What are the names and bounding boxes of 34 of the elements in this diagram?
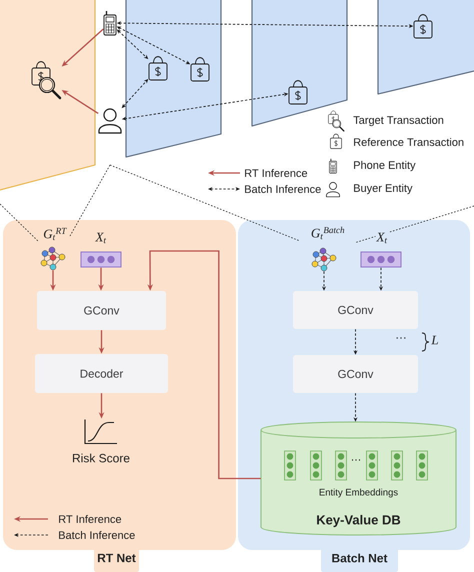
- legend-label: RT Inference: [59, 514, 122, 524]
- bag-search-icon: [32, 61, 62, 100]
- legend-label: Target Transaction: [353, 116, 444, 126]
- math-label: X$_{t}$: [376, 232, 388, 244]
- time-slice-plane: [377, 0, 474, 95]
- node-label: Batch Net: [332, 554, 388, 562]
- legend-label: Reference Transaction: [354, 138, 464, 146]
- legend-label: Phone Entity: [354, 160, 416, 172]
- legend-label: Batch Inference: [59, 530, 135, 540]
- ellipsis: …: [396, 337, 406, 339]
- layer-box: GConv: [293, 291, 418, 329]
- person-icon: [98, 108, 122, 134]
- caption-text: Entity Embeddings: [320, 488, 398, 498]
- shopping-bag-icon: [414, 14, 432, 38]
- math-label: G$_{t}$Batch: [310, 226, 346, 240]
- node-label: RT Net: [98, 554, 136, 562]
- icon-caption: Risk Score: [72, 454, 130, 462]
- shopping-bag-icon: [190, 57, 210, 82]
- legend-label: RT Inference: [245, 168, 308, 178]
- time-slice-plane: [125, 0, 222, 158]
- phone-icon: [104, 11, 116, 36]
- legend-label: Buyer Entity: [354, 184, 412, 194]
- math-label: L: [431, 336, 438, 344]
- layer-box: Decoder: [35, 354, 168, 393]
- layer-box: GConv: [293, 355, 418, 393]
- legend-label: Batch Inference: [245, 184, 321, 194]
- shopping-bag-icon: [148, 56, 168, 80]
- math-label: G$_{t}$RT: [42, 226, 68, 242]
- layer-box: GConv: [37, 291, 166, 330]
- ellipsis: …: [352, 459, 360, 461]
- time-slice-plane: [0, 0, 96, 191]
- time-slice-plane: [251, 0, 348, 127]
- math-label: X$_{t}$: [94, 232, 108, 244]
- shopping-bag-icon: [288, 80, 308, 104]
